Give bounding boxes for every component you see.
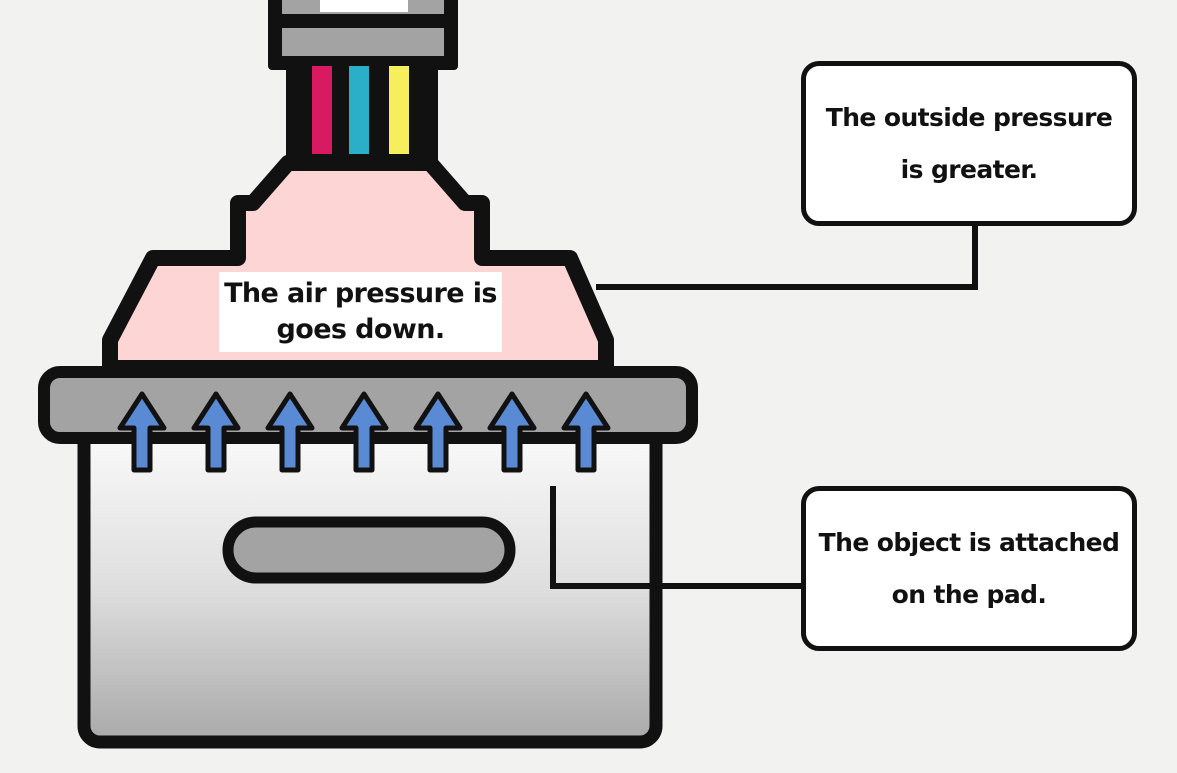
callout-outside-pressure-line2: is greater. bbox=[900, 154, 1038, 184]
wires bbox=[286, 60, 438, 170]
object-box bbox=[77, 395, 663, 749]
box-handle bbox=[222, 516, 516, 584]
callout-outside-pressure-line1: The outside pressure bbox=[825, 102, 1113, 132]
pressure-arrows bbox=[117, 391, 611, 473]
up-arrow-icon bbox=[339, 391, 389, 473]
up-arrow-icon bbox=[413, 391, 463, 473]
wire-cyan bbox=[349, 66, 369, 154]
callout-object-attached-line2: on the pad. bbox=[891, 579, 1047, 609]
callout-outside-pressure: The outside pressure is greater. bbox=[801, 61, 1137, 226]
up-arrow-icon bbox=[487, 391, 537, 473]
leader-line-object-attached bbox=[550, 486, 804, 589]
wire-yellow bbox=[389, 66, 409, 154]
up-arrow-icon bbox=[191, 391, 241, 473]
callout-object-attached: The object is attached on the pad. bbox=[801, 486, 1137, 651]
air-pressure-label-line2: goes down. bbox=[276, 314, 446, 345]
air-pressure-label: The air pressure is goes down. bbox=[219, 272, 502, 352]
air-pressure-label-line1: The air pressure is bbox=[224, 278, 497, 309]
wire-magenta bbox=[312, 66, 332, 154]
up-arrow-icon bbox=[117, 391, 167, 473]
connector-block bbox=[268, 0, 458, 70]
leader-line-outside-pressure bbox=[596, 222, 978, 290]
up-arrow-icon bbox=[561, 391, 611, 473]
up-arrow-icon bbox=[265, 391, 315, 473]
callout-object-attached-line1: The object is attached bbox=[818, 527, 1120, 557]
